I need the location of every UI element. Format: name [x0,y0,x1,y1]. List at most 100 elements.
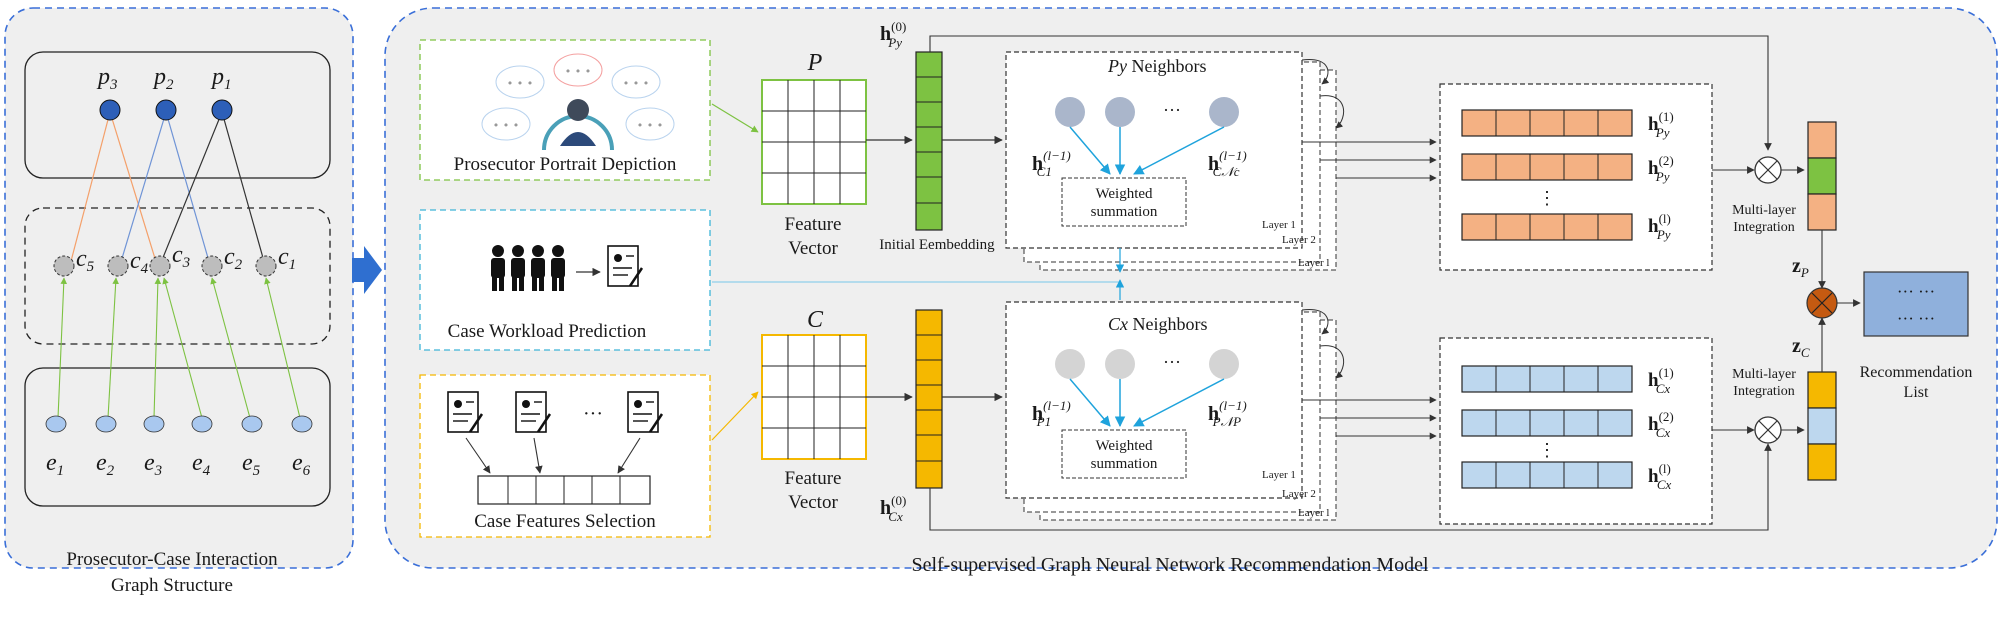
h0-cx-label: h(0)Cx [880,493,906,524]
gnn-bottom-right-h: h(l−1)P𝒩P [1208,398,1247,429]
multiply-node-bottom [1754,416,1782,444]
entity-label-e5: e5 [242,450,261,479]
right-caption: Self-supervised Graph Neural Network Rec… [911,554,1429,576]
case-label-c1: c1 [278,244,296,273]
prosecutor-node-p1 [211,99,233,121]
output-vector-py-2 [1461,153,1633,181]
svg-text:• • •: • • • [623,77,649,90]
case-node-c5 [53,255,75,277]
svg-text:• • •: • • • [507,77,533,90]
svg-text:summation: summation [1091,456,1158,472]
case-document-icons [447,391,664,433]
case-node-c4 [107,255,129,277]
output-label-cx-2: h(2)Cx [1648,409,1674,440]
left-panel-frame [4,7,354,569]
people-group-icon [491,245,565,291]
initial-embedding-cx [915,309,943,489]
output-vector-cx-2 [1461,409,1633,437]
features-module-label: Case Features Selection [474,511,656,532]
feature-matrix-p [761,79,867,205]
output-label-py-l: h(l)Py [1648,211,1671,242]
output-label-py-1: h(1)Py [1648,109,1674,140]
recommendation-list: ··· ··· ··· ··· [1863,271,1969,337]
svg-text:• • •: • • • [565,65,591,78]
feature-vector-p-label-1: Feature [785,214,842,235]
entity-node-e1 [45,415,67,433]
entity-node-e5 [241,415,263,433]
gnn-top-right-h: h(l−1)C𝒩c [1208,148,1247,179]
gnn-top-weighted-box [1061,177,1187,227]
feature-matrix-c-symbol: C [807,307,824,333]
gnn-bottom-dots: ··· [1163,352,1181,372]
prosecutor-case-edges [69,111,266,266]
case-node-c2 [201,255,223,277]
entity-label-e6: e6 [292,450,311,479]
left-caption-line1: Prosecutor-Case Interaction [66,549,278,570]
case-layer-box [24,207,331,345]
integration-bottom-label-2: Integration [1733,384,1794,399]
selected-features-vector [477,475,651,505]
gnn-bottom-layer1-label: Layer 1 [1262,469,1296,481]
document-edit-icon [607,245,644,287]
zp-label: zP [1792,255,1809,280]
prosecutor-layer-box [24,51,331,179]
output-vectors-py [1461,109,1633,241]
h0-py-label: h(0)Py [880,19,906,50]
gnn-bottom-layerl-label: Layer l [1298,507,1329,519]
case-label-c3: c3 [172,242,190,271]
svg-text:summation: summation [1091,204,1158,220]
outputs-bottom-vdots: ⋮ [1538,440,1556,460]
prosecutor-node-p3 [99,99,121,121]
integration-top-label-1: Multi-layer [1732,203,1796,218]
entity-nodes: e1 e2 e3 e4 e5 e6 [45,415,313,479]
prosecutor-label-p2: p2 [152,64,174,93]
case-nodes: c5 c4 c3 c2 c1 [53,242,296,277]
recommendation-label-2: List [1904,384,1929,401]
portrait-illustration: • • • • • • • • • • • • • • • [481,53,675,151]
entity-layer-box [24,367,331,507]
gnn-bottom-neighbor-2 [1105,349,1135,379]
gnn-top-layerl-label: Layer l [1298,257,1329,269]
interaction-graph-panel: p3 p2 p1 c5 c4 c3 c2 c1 e1 e2 e [4,7,354,596]
gnn-top-block: Py Neighbors ··· h(l−1)C1 h(l−1)C𝒩c Weig… [1005,51,1344,271]
case-label-c4: c4 [130,248,149,277]
feature-vector-c-label-2: Vector [788,492,838,513]
zc-label: zC [1792,335,1810,360]
multiply-node-top [1754,156,1782,184]
feature-vector-p-label-2: Vector [788,238,838,259]
entity-label-e1: e1 [46,450,64,479]
entity-node-e3 [143,415,165,433]
output-vector-cx-1 [1461,365,1633,393]
feature-matrix-c [761,334,867,460]
output-vector-py-l [1461,213,1633,241]
gnn-bottom-weighted-box [1061,429,1187,479]
feature-matrix-p-symbol: P [807,50,823,76]
prosecutor-nodes: p3 p2 p1 [96,64,233,121]
case-label-c2: c2 [224,244,243,273]
prosecutor-label-p3: p3 [96,64,118,93]
zc-vector [1807,371,1837,481]
gnn-top-title: Py Neighbors [1107,56,1206,76]
entity-case-edges [57,277,301,419]
gnn-bottom-neighbor-1 [1055,349,1085,379]
integration-top-label-2: Integration [1733,220,1794,235]
initial-embedding-py [915,51,943,231]
features-ellipsis: ··· [583,403,603,425]
entity-node-e4 [191,415,213,433]
entity-label-e2: e2 [96,450,115,479]
initial-embedding-label: Initial Eembedding [879,237,995,253]
entity-node-e6 [291,415,313,433]
entity-label-e4: e4 [192,450,211,479]
feature-vector-c-label-1: Feature [785,468,842,489]
prosecutor-node-p2 [155,99,177,121]
gnn-top-neighbor-1 [1055,97,1085,127]
svg-text:Weighted: Weighted [1095,186,1153,202]
gnn-bottom-left-h: h(l−1)P1 [1032,398,1071,429]
gnn-top-dots: ··· [1163,100,1181,120]
recommendation-model-panel: • • • • • • • • • • • • • • • Prosecutor… [384,7,1998,576]
recommendation-dots-1: ··· ··· [1897,282,1935,301]
zp-vector [1807,121,1837,231]
entity-node-e2 [95,415,117,433]
